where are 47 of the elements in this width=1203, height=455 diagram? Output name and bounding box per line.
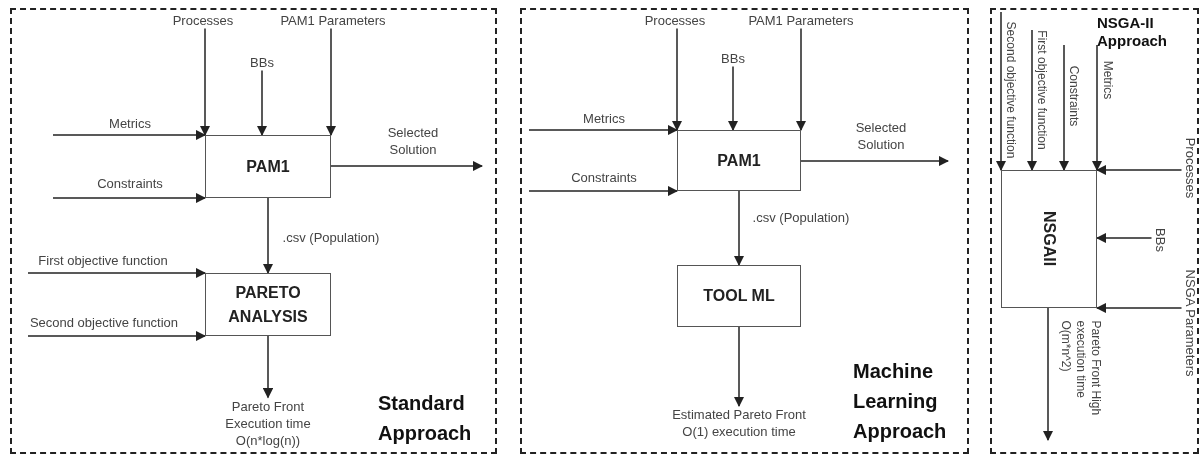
- flow-text: BBs: [721, 49, 745, 67]
- flow-text: PAM1 Parameters: [280, 11, 386, 29]
- arrow: [1091, 44, 1103, 172]
- arrow: [330, 160, 484, 172]
- flow-text: Processes: [172, 11, 234, 29]
- flow-text: Pareto Front Execution time O(n*log(n)): [218, 397, 318, 449]
- flow-text: Processes: [644, 11, 706, 29]
- process-box: NSGAII: [1001, 170, 1097, 308]
- flow-text: NSGA Parameters: [1181, 269, 1199, 377]
- flow-text: Processes: [1181, 137, 1199, 199]
- arrow: [733, 326, 745, 408]
- arrow: [671, 27, 683, 132]
- process-box: TOOL ML: [677, 265, 801, 327]
- edge-label: Second objective function: [1002, 21, 1018, 159]
- arrow: [733, 190, 745, 267]
- flow-text: BBs: [1151, 228, 1169, 252]
- arrow: [1026, 29, 1038, 172]
- arrow: [256, 69, 268, 137]
- arrow: [52, 129, 207, 141]
- arrow: [199, 27, 211, 137]
- arrow: [1042, 307, 1054, 442]
- arrow: [528, 124, 679, 136]
- arrow: [1095, 232, 1153, 244]
- arrow: [52, 192, 207, 204]
- flow-text: Estimated Pareto Front O(1) execution time: [671, 406, 807, 440]
- arrow: [325, 27, 337, 137]
- arrow: [27, 330, 207, 342]
- arrow: [795, 27, 807, 132]
- edge-label: First objective function: [1033, 30, 1049, 150]
- panel-heading: Machine Learning Approach: [853, 359, 948, 444]
- flow-text: PAM1 Parameters: [748, 11, 854, 29]
- arrow: [727, 65, 739, 132]
- process-box: PAM1: [677, 130, 801, 191]
- panel-heading: NSGA-II Approach: [1097, 14, 1168, 50]
- arrow: [1095, 302, 1183, 314]
- arrow: [1095, 164, 1183, 176]
- arrow: [27, 267, 207, 279]
- arrow: [800, 155, 950, 167]
- arrow: [995, 11, 1007, 172]
- arrow: [262, 335, 274, 399]
- flow-text: BBs: [250, 53, 274, 71]
- panel-heading: Standard Approach: [378, 391, 473, 446]
- arrow: [1058, 44, 1070, 172]
- process-box: PAM1: [205, 135, 331, 198]
- arrow: [528, 185, 679, 197]
- process-box: PARETO ANALYSIS: [205, 273, 331, 336]
- arrow: [262, 197, 274, 275]
